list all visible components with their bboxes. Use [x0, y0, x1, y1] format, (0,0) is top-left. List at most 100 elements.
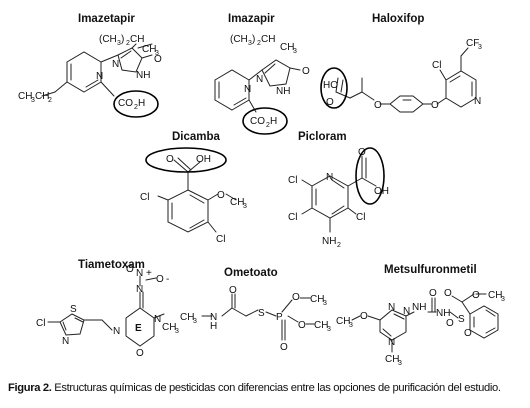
svg-text:2: 2 [126, 40, 130, 47]
svg-text:CH: CH [18, 91, 32, 102]
svg-text:CO: CO [250, 116, 265, 127]
svg-text:CH: CH [310, 294, 324, 305]
svg-text:3: 3 [327, 326, 331, 333]
svg-text:O: O [229, 285, 237, 296]
svg-text:H: H [138, 98, 145, 109]
svg-text:3: 3 [293, 48, 297, 55]
svg-text:N: N [136, 268, 143, 279]
svg-text:O: O [360, 311, 368, 322]
svg-text:CH: CH [261, 34, 275, 45]
svg-text:3: 3 [478, 44, 482, 51]
svg-text:NH: NH [276, 86, 290, 97]
structure-metsulfuronmetil [351, 293, 499, 353]
svg-text:CH: CH [162, 322, 176, 333]
svg-text:S: S [458, 314, 465, 325]
svg-text:N: N [210, 312, 217, 323]
svg-text:O: O [154, 54, 162, 65]
svg-text:Cl: Cl [36, 318, 45, 329]
svg-text:2: 2 [337, 242, 341, 249]
svg-text:O: O [429, 288, 437, 299]
svg-text:CH: CH [142, 44, 156, 55]
svg-text:O: O [464, 328, 472, 339]
caption-label: Figura 2. [8, 382, 52, 394]
title-dicamba: Dicamba [172, 131, 221, 143]
svg-text:3: 3 [243, 203, 247, 210]
svg-text:N: N [256, 74, 263, 85]
svg-text:(CH: (CH [99, 34, 117, 45]
structure-imazetapir [41, 43, 153, 97]
svg-text:+: + [146, 268, 152, 279]
svg-text:CH: CH [280, 42, 294, 53]
svg-text:HO: HO [323, 80, 338, 91]
structure-haloxifop [335, 47, 477, 113]
structure-tiametoxam [47, 275, 165, 347]
structure-dicamba [157, 157, 237, 233]
svg-text:CH: CH [314, 320, 328, 331]
svg-text:(CH: (CH [230, 34, 248, 45]
svg-text:O: O [166, 154, 174, 165]
svg-text:O: O [326, 97, 334, 108]
svg-text:NH: NH [322, 236, 336, 247]
structure-imazapir [214, 59, 301, 113]
svg-text:Cl: Cl [140, 192, 149, 203]
svg-text:Cl: Cl [288, 175, 297, 186]
svg-text:O: O [136, 348, 144, 359]
svg-text:N: N [136, 284, 143, 295]
svg-text:NH: NH [412, 302, 426, 313]
svg-text:CF: CF [466, 38, 479, 49]
svg-text:N: N [474, 96, 481, 107]
svg-text:H: H [210, 321, 217, 332]
svg-text:2: 2 [257, 40, 261, 47]
svg-text:O: O [446, 318, 454, 329]
svg-text:Cl: Cl [432, 60, 441, 71]
svg-text:N: N [244, 84, 251, 95]
svg-text:O: O [374, 100, 382, 111]
svg-text:3: 3 [31, 97, 35, 104]
svg-text:CH: CH [385, 354, 399, 365]
svg-text:3: 3 [193, 318, 197, 325]
svg-text:CH: CH [35, 91, 49, 102]
title-metsulfuronmetil: Metsulfuronmetil [384, 264, 477, 276]
svg-text:O: O [126, 264, 134, 275]
svg-text:3: 3 [323, 300, 327, 307]
svg-text:CO: CO [118, 98, 133, 109]
svg-text:O: O [298, 320, 306, 331]
svg-text:Cl: Cl [216, 234, 225, 245]
structure-picloram [301, 155, 377, 233]
caption-text: Estructuras químicas de pesticidas con d… [51, 382, 501, 394]
svg-text:O: O [280, 342, 288, 353]
svg-text:CH: CH [130, 34, 144, 45]
svg-text:P: P [276, 312, 283, 323]
svg-text:CH: CH [180, 312, 194, 323]
svg-text:S: S [258, 308, 265, 319]
svg-text:O: O [431, 100, 439, 111]
svg-text:N: N [62, 336, 69, 347]
svg-text:3: 3 [349, 322, 353, 329]
svg-text:CH: CH [488, 290, 502, 301]
title-ometoato: Ometoato [224, 267, 278, 279]
title-imazapir: Imazapir [228, 13, 275, 25]
svg-text:): ) [252, 34, 255, 45]
svg-text:O: O [302, 66, 310, 77]
svg-text:Cl: Cl [288, 212, 297, 223]
structure-ometoato [201, 293, 315, 341]
svg-text:OH: OH [196, 154, 211, 165]
svg-text:O: O [217, 190, 225, 201]
svg-text:H: H [270, 116, 277, 127]
svg-text:O: O [292, 292, 300, 303]
svg-text:N: N [154, 314, 161, 325]
chemical-structures-figure: Imazetapir Imazapir Haloxifop Dicamba Pi… [18, 13, 505, 367]
svg-text:3: 3 [398, 360, 402, 367]
svg-text:3: 3 [248, 40, 252, 47]
svg-text:N: N [388, 302, 395, 313]
svg-text:2: 2 [266, 122, 270, 129]
svg-text:3: 3 [117, 40, 121, 47]
svg-text:Cl: Cl [356, 212, 365, 223]
title-haloxifop: Haloxifop [372, 13, 424, 25]
svg-text:S: S [70, 304, 77, 315]
figure-caption: Figura 2. Estructuras químicas de pestic… [8, 382, 528, 394]
svg-text:N: N [113, 326, 120, 337]
svg-text:O: O [444, 288, 452, 299]
title-tiametoxam: Tiametoxam [78, 259, 145, 271]
svg-text:-: - [166, 274, 169, 285]
